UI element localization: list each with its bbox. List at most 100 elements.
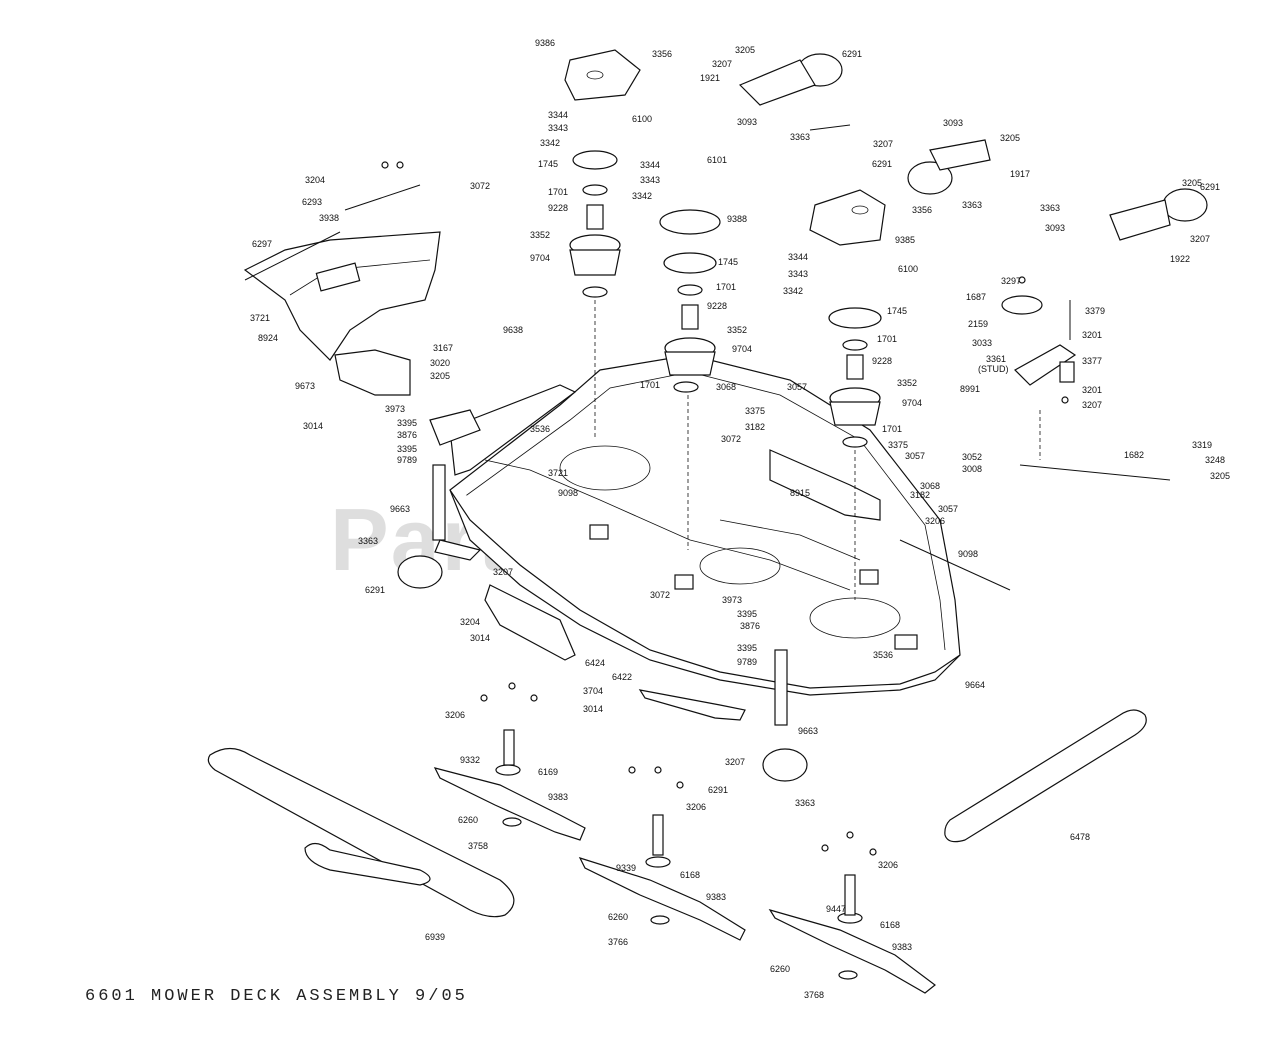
part-label: 9789: [737, 657, 757, 667]
part-label: 6168: [880, 920, 900, 930]
part-label: 1917: [1010, 169, 1030, 179]
part-label: 3207: [873, 139, 893, 149]
part-label: 1921: [700, 73, 720, 83]
part-label: 9228: [548, 203, 568, 213]
part-label: 3363: [1040, 203, 1060, 213]
part-label: 3395: [737, 609, 757, 619]
part-label: 3973: [722, 595, 742, 605]
part-label: 1701: [548, 187, 568, 197]
part-label: 3201: [1082, 330, 1102, 340]
hardware-fasteners: [381, 161, 1069, 856]
part-label: 9386: [535, 38, 555, 48]
part-label: 3363: [795, 798, 815, 808]
part-label: 3319: [1192, 440, 1212, 450]
part-label: 9383: [548, 792, 568, 802]
part-label: 3205: [1182, 178, 1202, 188]
part-label: 3033: [972, 338, 992, 348]
part-label: 9447: [826, 904, 846, 914]
part-label: 3704: [583, 686, 603, 696]
part-label: (STUD): [978, 364, 1009, 374]
discharge-chute: [243, 231, 441, 396]
part-label: 9339: [616, 863, 636, 873]
part-label: 9098: [958, 549, 978, 559]
part-label: 6100: [898, 264, 918, 274]
part-label: 3536: [530, 424, 550, 434]
part-label: 3206: [686, 802, 706, 812]
part-label: 1701: [882, 424, 902, 434]
part-label: 3205: [1000, 133, 1020, 143]
part-label: 9704: [530, 253, 550, 263]
part-label: 9385: [895, 235, 915, 245]
deck-baffles: [449, 384, 881, 721]
part-label: 6260: [458, 815, 478, 825]
part-label: 9228: [872, 356, 892, 366]
part-label: 3014: [470, 633, 490, 643]
part-label: 3205: [1210, 471, 1230, 481]
part-label: 6168: [680, 870, 700, 880]
part-label: 8924: [258, 333, 278, 343]
part-label: 3721: [250, 313, 270, 323]
part-label: 3182: [745, 422, 765, 432]
part-label: 3356: [652, 49, 672, 59]
top-brackets: [564, 49, 886, 246]
part-label: 9789: [397, 455, 417, 465]
part-label: 6293: [302, 197, 322, 207]
part-label: 3375: [745, 406, 765, 416]
part-label: 3379: [1085, 306, 1105, 316]
part-label: 3206: [925, 516, 945, 526]
part-label: 6424: [585, 658, 605, 668]
part-label: 3363: [962, 200, 982, 210]
part-label: 3204: [460, 617, 480, 627]
part-label: 1745: [538, 159, 558, 169]
part-label: 6291: [842, 49, 862, 59]
part-label: 3363: [358, 536, 378, 546]
part-label: 8991: [960, 384, 980, 394]
part-label: 9704: [732, 344, 752, 354]
part-label: 6297: [252, 239, 272, 249]
part-label: 3093: [943, 118, 963, 128]
part-label: 3758: [468, 841, 488, 851]
part-label: 6260: [608, 912, 628, 922]
part-label: 3167: [433, 343, 453, 353]
part-label: 3248: [1205, 455, 1225, 465]
idler-assembly: [1001, 295, 1077, 460]
part-label: 3395: [397, 444, 417, 454]
part-label: 3395: [737, 643, 757, 653]
part-label: 3938: [319, 213, 339, 223]
rods: [244, 124, 1171, 591]
part-label: 9383: [892, 942, 912, 952]
drive-belts: [207, 709, 1147, 918]
part-label: 3207: [493, 567, 513, 577]
part-label: 1701: [640, 380, 660, 390]
part-label: 3375: [888, 440, 908, 450]
part-label: 9332: [460, 755, 480, 765]
part-label: 3020: [430, 358, 450, 368]
part-label: 3352: [727, 325, 747, 335]
part-label: 3205: [735, 45, 755, 55]
part-label: 3052: [962, 452, 982, 462]
part-label: 9228: [707, 301, 727, 311]
part-label: 3352: [897, 378, 917, 388]
gauge-wheels: [397, 53, 1208, 782]
diagram-caption: 6601 MOWER DECK ASSEMBLY 9/05: [85, 987, 468, 1006]
part-label: 3014: [303, 421, 323, 431]
part-label: 1687: [966, 292, 986, 302]
part-label: 3344: [640, 160, 660, 170]
part-label: 3207: [1082, 400, 1102, 410]
part-label: 3721: [548, 468, 568, 478]
part-label: 3093: [737, 117, 757, 127]
part-label: 3206: [445, 710, 465, 720]
part-label: 6291: [708, 785, 728, 795]
part-label: 3068: [920, 481, 940, 491]
spindle-stack-center: [659, 209, 721, 550]
cutter-blades: [433, 729, 936, 994]
part-label: 3973: [385, 404, 405, 414]
spindle-stack-right: [828, 307, 882, 600]
part-label: 3363: [790, 132, 810, 142]
part-label: 3361: [986, 354, 1006, 364]
part-label: 6291: [1200, 182, 1220, 192]
part-label: 6291: [872, 159, 892, 169]
part-label: 3343: [640, 175, 660, 185]
part-label: 9673: [295, 381, 315, 391]
